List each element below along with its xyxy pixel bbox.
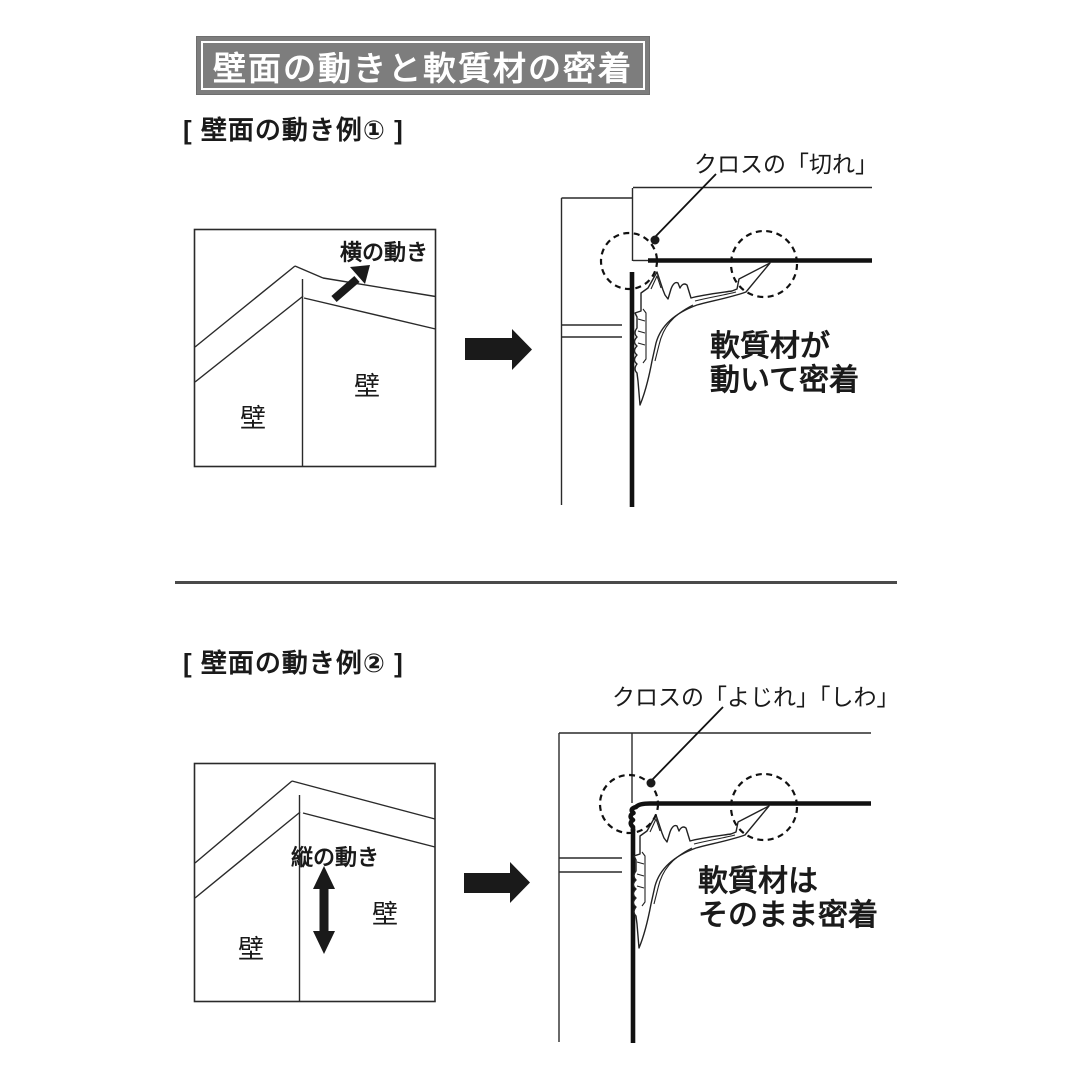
ceiling-band-left-bottom-2	[194, 812, 300, 899]
ceiling-band-right-top-2	[321, 788, 436, 820]
callout-dot-2	[646, 778, 656, 788]
transition-arrow-1	[465, 329, 532, 370]
highlight-circle-tip-2	[729, 772, 799, 842]
ceiling-band-left-top-1	[194, 265, 296, 348]
wall-box-2	[193, 762, 436, 1003]
callout-cross-wrinkle: クロスの「よじれ」「しわ」	[612, 684, 900, 710]
vertical-movement-arrow-head-up	[313, 866, 335, 889]
wall-corner-diagram-1	[193, 228, 437, 468]
movement-label-vertical: 縦の動き	[291, 845, 380, 870]
wall-label-2-right: 壁	[372, 899, 399, 929]
horizontal-movement-arrow-head	[350, 265, 370, 284]
highlight-circle-corner-1	[599, 231, 659, 291]
callout-leader-1	[654, 173, 717, 238]
ceiling-band-ridge-1	[294, 265, 324, 279]
ceiling-band-left-bottom-1	[194, 296, 303, 383]
callout-leader-2	[651, 706, 724, 781]
transition-arrow-1-shaft	[465, 338, 512, 360]
corner-detail-diagram-2	[558, 706, 871, 1043]
page-title: 壁面の動きと軟質材の密着	[213, 49, 633, 87]
wall-corner-diagram-2	[193, 762, 436, 1003]
ceiling-band-right-top-1	[322, 277, 436, 298]
transition-arrow-2-shaft	[464, 873, 510, 893]
section-divider	[175, 581, 897, 584]
highlight-circle-tip-1	[729, 229, 799, 299]
movement-label-horizontal: 横の動き	[340, 240, 429, 265]
callout-cross-cut: クロスの「切れ」	[694, 151, 878, 177]
wall-label-1-right: 壁	[354, 371, 381, 401]
ceiling-band-right-bottom-1	[303, 297, 436, 330]
result-text-2: 軟質材は そのまま密着	[698, 865, 878, 933]
wall-joint-lines-2	[559, 857, 622, 873]
transition-arrow-2	[464, 862, 530, 903]
horizontal-movement-arrow-shaft	[331, 275, 360, 303]
result-text-1: 軟質材が 動いて密着	[710, 330, 859, 398]
title-banner: 壁面の動きと軟質材の密着	[196, 36, 650, 95]
result-text-1-line1: 軟質材が	[710, 330, 830, 363]
wallpaper-wrap-wrinkle-2	[628, 801, 871, 831]
callout-dot-1	[650, 235, 660, 245]
result-text-2-line2: そのまま密着	[698, 899, 878, 932]
transition-arrow-1-head	[512, 329, 532, 370]
transition-arrow-2-head	[510, 862, 530, 903]
wall-label-1-left: 壁	[240, 403, 267, 433]
highlight-circle-corner-2	[598, 773, 660, 835]
ceiling-band-ridge-2	[291, 780, 323, 790]
result-text-2-line1: 軟質材は	[698, 865, 818, 898]
vertical-movement-arrow-head-down	[313, 931, 335, 954]
ceiling-band-left-top-2	[194, 780, 293, 864]
wall-box-1	[193, 228, 437, 468]
wall-joint-lines-1	[562, 324, 622, 338]
ceiling-band-right-bottom-2	[302, 812, 436, 848]
corner-detail-diagram-1	[560, 173, 872, 507]
result-text-1-line2: 動いて密着	[710, 364, 860, 397]
section2-label: [ 壁面の動き例② ]	[183, 648, 404, 678]
wall-label-2-left: 壁	[238, 934, 265, 964]
section1-label: [ 壁面の動き例① ]	[183, 115, 404, 145]
